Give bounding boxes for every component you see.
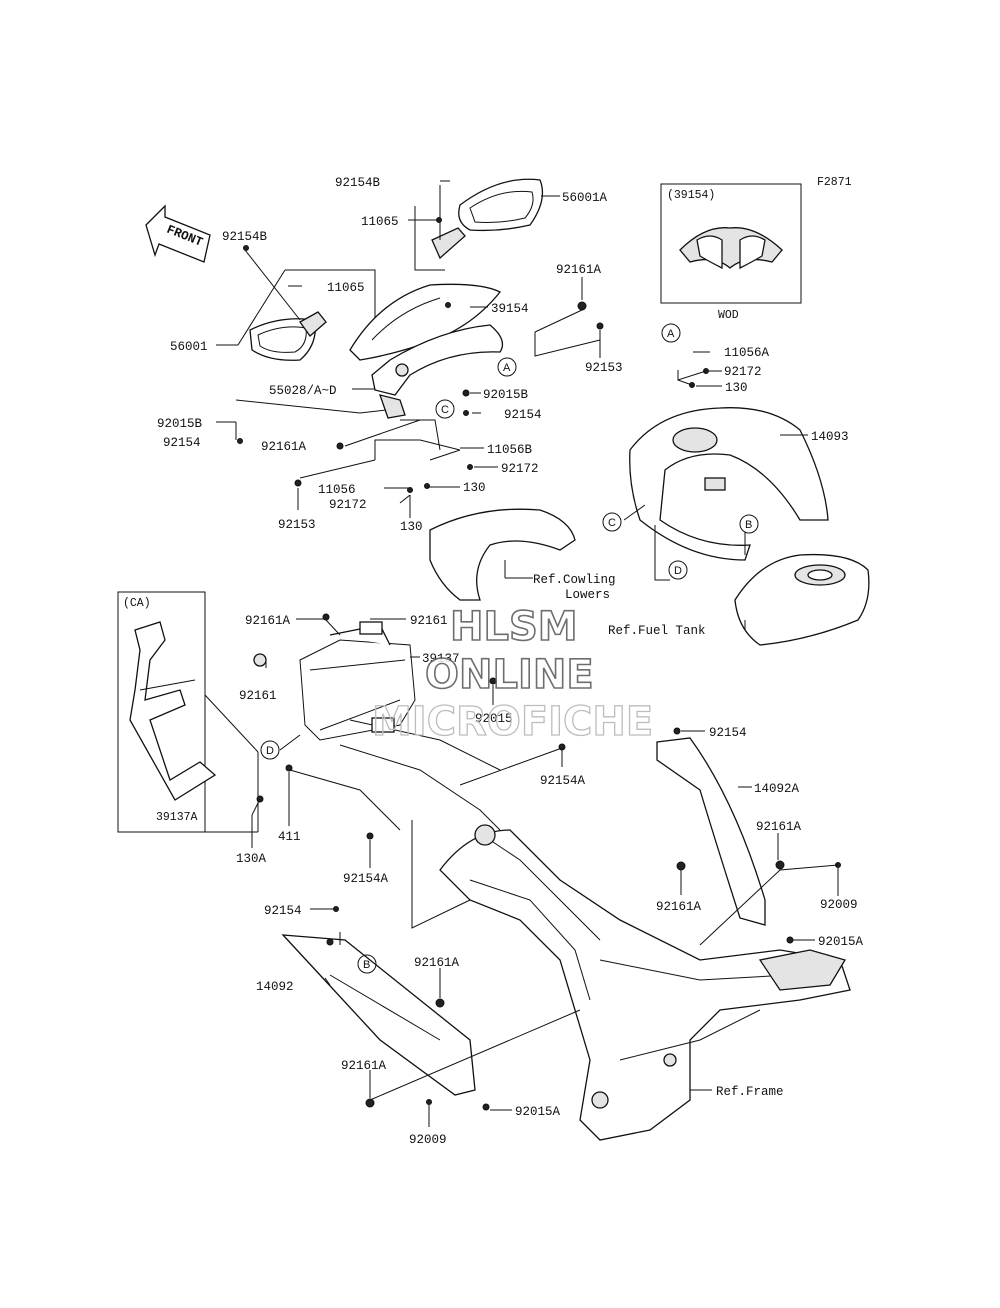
label-92009-right: 92009 (820, 898, 858, 912)
label-92154B-top: 92154B (335, 176, 381, 190)
inset-top-header: (39154) (667, 189, 715, 202)
svg-text:C: C (608, 517, 616, 529)
watermark-line2: ONLINE (425, 652, 594, 698)
label-92154-left: 92154 (163, 436, 201, 450)
figure-id: F2871 (817, 176, 852, 189)
label-39154: 39154 (491, 302, 529, 316)
label-92154-mid: 92154 (504, 408, 542, 422)
inset-windshield: (39154) WOD (660, 183, 802, 322)
mirror-left-56001 (249, 311, 327, 361)
inset-left-header: (CA) (123, 597, 151, 610)
label-130A: 130A (236, 852, 267, 866)
svg-text:B: B (745, 519, 752, 531)
label-92161A-mid: 92161A (261, 440, 307, 454)
label-92172-mid: 92172 (501, 462, 539, 476)
side-cowl-14092 (281, 934, 476, 1096)
svg-text:D: D (266, 745, 274, 757)
svg-text:C: C (441, 404, 449, 416)
label-92153-right: 92153 (585, 361, 623, 375)
circle-ref-c-2: C (602, 512, 622, 532)
fuel-tank (734, 553, 870, 646)
label-92154A-mid: 92154A (540, 774, 586, 788)
label-11056B: 11056B (487, 443, 533, 457)
ref-cowling-line1: Ref.Cowling (533, 573, 616, 587)
label-92161A-bracket: 92161A (245, 614, 291, 628)
svg-text:A: A (503, 362, 511, 374)
circle-ref-c-1: C (435, 399, 455, 419)
front-arrow-icon: FRONT (145, 204, 211, 263)
cowling-lowers-ref (429, 508, 576, 601)
watermark: HLSM ONLINE MICROFICHE (371, 603, 654, 745)
label-92154A-low: 92154A (343, 872, 389, 886)
ref-cowling-line2: Lowers (565, 588, 610, 602)
circle-ref-a-2: A (661, 323, 681, 343)
label-92172-low: 92172 (329, 498, 367, 512)
svg-text:D: D (674, 565, 682, 577)
label-92161A-low1: 92161A (414, 956, 460, 970)
fastener-dots (237, 217, 841, 1111)
label-130-low: 130 (400, 520, 423, 534)
circle-ref-d-2: D (260, 740, 280, 760)
label-56001A: 56001A (562, 191, 608, 205)
label-92161-bracket: 92161 (410, 614, 448, 628)
label-92161A-low2: 92161A (341, 1059, 387, 1073)
label-92015B-right: 92015B (483, 388, 529, 402)
label-130-mid: 130 (463, 481, 486, 495)
label-92161-left: 92161 (239, 689, 277, 703)
label-39137A: 39137A (156, 811, 198, 824)
label-14093: 14093 (811, 430, 849, 444)
label-39137: 39137 (422, 652, 460, 666)
circle-ref-a-1: A (497, 357, 517, 377)
label-11065-top: 11065 (361, 215, 399, 229)
ref-frame: Ref.Frame (716, 1085, 784, 1099)
ref-fuel-tank: Ref.Fuel Tank (608, 624, 706, 638)
label-411: 411 (278, 830, 301, 844)
label-92154-low: 92154 (264, 904, 302, 918)
circle-ref-b-1: B (739, 514, 759, 534)
svg-text:A: A (667, 328, 675, 340)
label-14092A: 14092A (754, 782, 800, 796)
cowl-stay-39137 (253, 621, 501, 831)
label-11056: 11056 (318, 483, 356, 497)
bracket-55028 (371, 324, 504, 419)
label-92172-right: 92172 (724, 365, 762, 379)
svg-text:B: B (363, 959, 370, 971)
inner-cowl-14093 (629, 407, 829, 561)
label-11065-left: 11065 (327, 281, 365, 295)
part-labels: 92154B 11065 56001A 92154B 11065 56001 3… (157, 176, 864, 1147)
label-92015: 92015 (475, 712, 513, 726)
watermark-line3: MICROFICHE (372, 699, 653, 745)
label-14092: 14092 (256, 980, 294, 994)
frame-ref (439, 824, 851, 1141)
label-55028: 55028/A~D (269, 384, 337, 398)
label-92015A-low: 92015A (515, 1105, 561, 1119)
label-92154-r2: 92154 (709, 726, 747, 740)
label-92154B-left: 92154B (222, 230, 268, 244)
label-92161A-r1: 92161A (756, 820, 802, 834)
label-92161A-r2: 92161A (656, 900, 702, 914)
label-92015B-left: 92015B (157, 417, 203, 431)
leader-lines (216, 180, 839, 1127)
label-11056A: 11056A (724, 346, 770, 360)
inset-bracket-ca: (CA) 39137A (117, 591, 259, 833)
label-92153-left: 92153 (278, 518, 316, 532)
windshield-39154 (349, 283, 502, 361)
inset-top-caption: WOD (718, 309, 739, 322)
label-92015A-right: 92015A (818, 935, 864, 949)
side-cowl-14092A (656, 737, 766, 926)
label-130-right: 130 (725, 381, 748, 395)
label-92161A-top: 92161A (556, 263, 602, 277)
label-56001: 56001 (170, 340, 208, 354)
circle-ref-b-2: B (357, 954, 377, 974)
mirror-right-56001A (431, 178, 544, 260)
label-92009-low: 92009 (409, 1133, 447, 1147)
circle-ref-d-1: D (668, 560, 688, 580)
watermark-line1: HLSM (450, 604, 578, 650)
